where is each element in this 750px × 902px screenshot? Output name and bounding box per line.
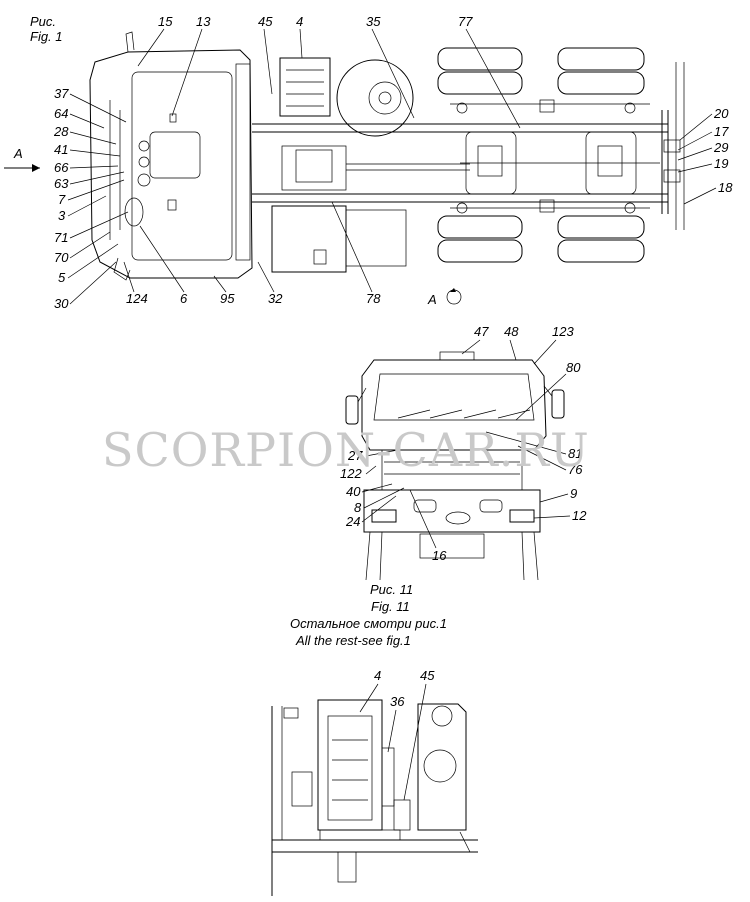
front-label-12: 12 bbox=[572, 508, 587, 523]
label-63: 63 bbox=[54, 176, 69, 191]
label-15: 15 bbox=[158, 14, 173, 29]
label-64: 64 bbox=[54, 106, 68, 121]
front-label-81: 81 bbox=[568, 446, 582, 461]
front-label-47: 47 bbox=[474, 324, 489, 339]
front-label-80: 80 bbox=[566, 360, 581, 375]
label-95: 95 bbox=[220, 291, 235, 306]
front-label-76: 76 bbox=[568, 462, 583, 477]
detail-label-4: 4 bbox=[374, 668, 381, 683]
fig1-caption-en: Fig. 1 bbox=[30, 29, 63, 44]
view-marker-a-bottom: A bbox=[427, 292, 437, 307]
label-30: 30 bbox=[54, 296, 69, 311]
label-66: 66 bbox=[54, 160, 69, 175]
label-71: 71 bbox=[54, 230, 68, 245]
fig1-caption-ru: Рис. bbox=[30, 14, 56, 29]
label-41: 41 bbox=[54, 142, 68, 157]
label-5: 5 bbox=[58, 270, 66, 285]
top-view-chassis bbox=[4, 31, 685, 281]
label-20: 20 bbox=[713, 106, 729, 121]
fig11-caption-ru: Рис. 11 bbox=[370, 582, 413, 597]
front-label-8: 8 bbox=[354, 500, 362, 515]
fig11-caption-en: Fig. 11 bbox=[371, 599, 410, 614]
label-37: 37 bbox=[54, 86, 69, 101]
fig11-note-en: All the rest-see fig.1 bbox=[295, 633, 411, 648]
label-70: 70 bbox=[54, 250, 69, 265]
label-18: 18 bbox=[718, 180, 733, 195]
label-13: 13 bbox=[196, 14, 211, 29]
label-32: 32 bbox=[268, 291, 283, 306]
label-17: 17 bbox=[714, 124, 729, 139]
label-78: 78 bbox=[366, 291, 381, 306]
front-label-122: 122 bbox=[340, 466, 362, 481]
label-124: 124 bbox=[126, 291, 148, 306]
label-45: 45 bbox=[258, 14, 273, 29]
front-label-48: 48 bbox=[504, 324, 519, 339]
label-19: 19 bbox=[714, 156, 728, 171]
watermark: SCORPION-CAR.RU bbox=[102, 423, 590, 477]
front-label-9: 9 bbox=[570, 486, 577, 501]
fig11-note-ru: Остальное смотри рис.1 bbox=[290, 616, 447, 631]
label-28: 28 bbox=[53, 124, 69, 139]
front-label-40: 40 bbox=[346, 484, 361, 499]
label-77: 77 bbox=[458, 14, 473, 29]
detail-label-45: 45 bbox=[420, 668, 435, 683]
label-7: 7 bbox=[58, 192, 66, 207]
front-view-cab bbox=[345, 351, 565, 581]
view-marker-a: A bbox=[13, 146, 23, 161]
label-29: 29 bbox=[713, 140, 728, 155]
label-6: 6 bbox=[180, 291, 188, 306]
front-label-16: 16 bbox=[432, 548, 447, 563]
detail-battery-view bbox=[271, 699, 478, 896]
label-4: 4 bbox=[296, 14, 303, 29]
detail-label-36: 36 bbox=[390, 694, 405, 709]
front-label-27: 27 bbox=[347, 448, 363, 463]
front-label-24: 24 bbox=[345, 514, 360, 529]
front-label-123: 123 bbox=[552, 324, 574, 339]
label-3: 3 bbox=[58, 208, 66, 223]
label-35: 35 bbox=[366, 14, 381, 29]
